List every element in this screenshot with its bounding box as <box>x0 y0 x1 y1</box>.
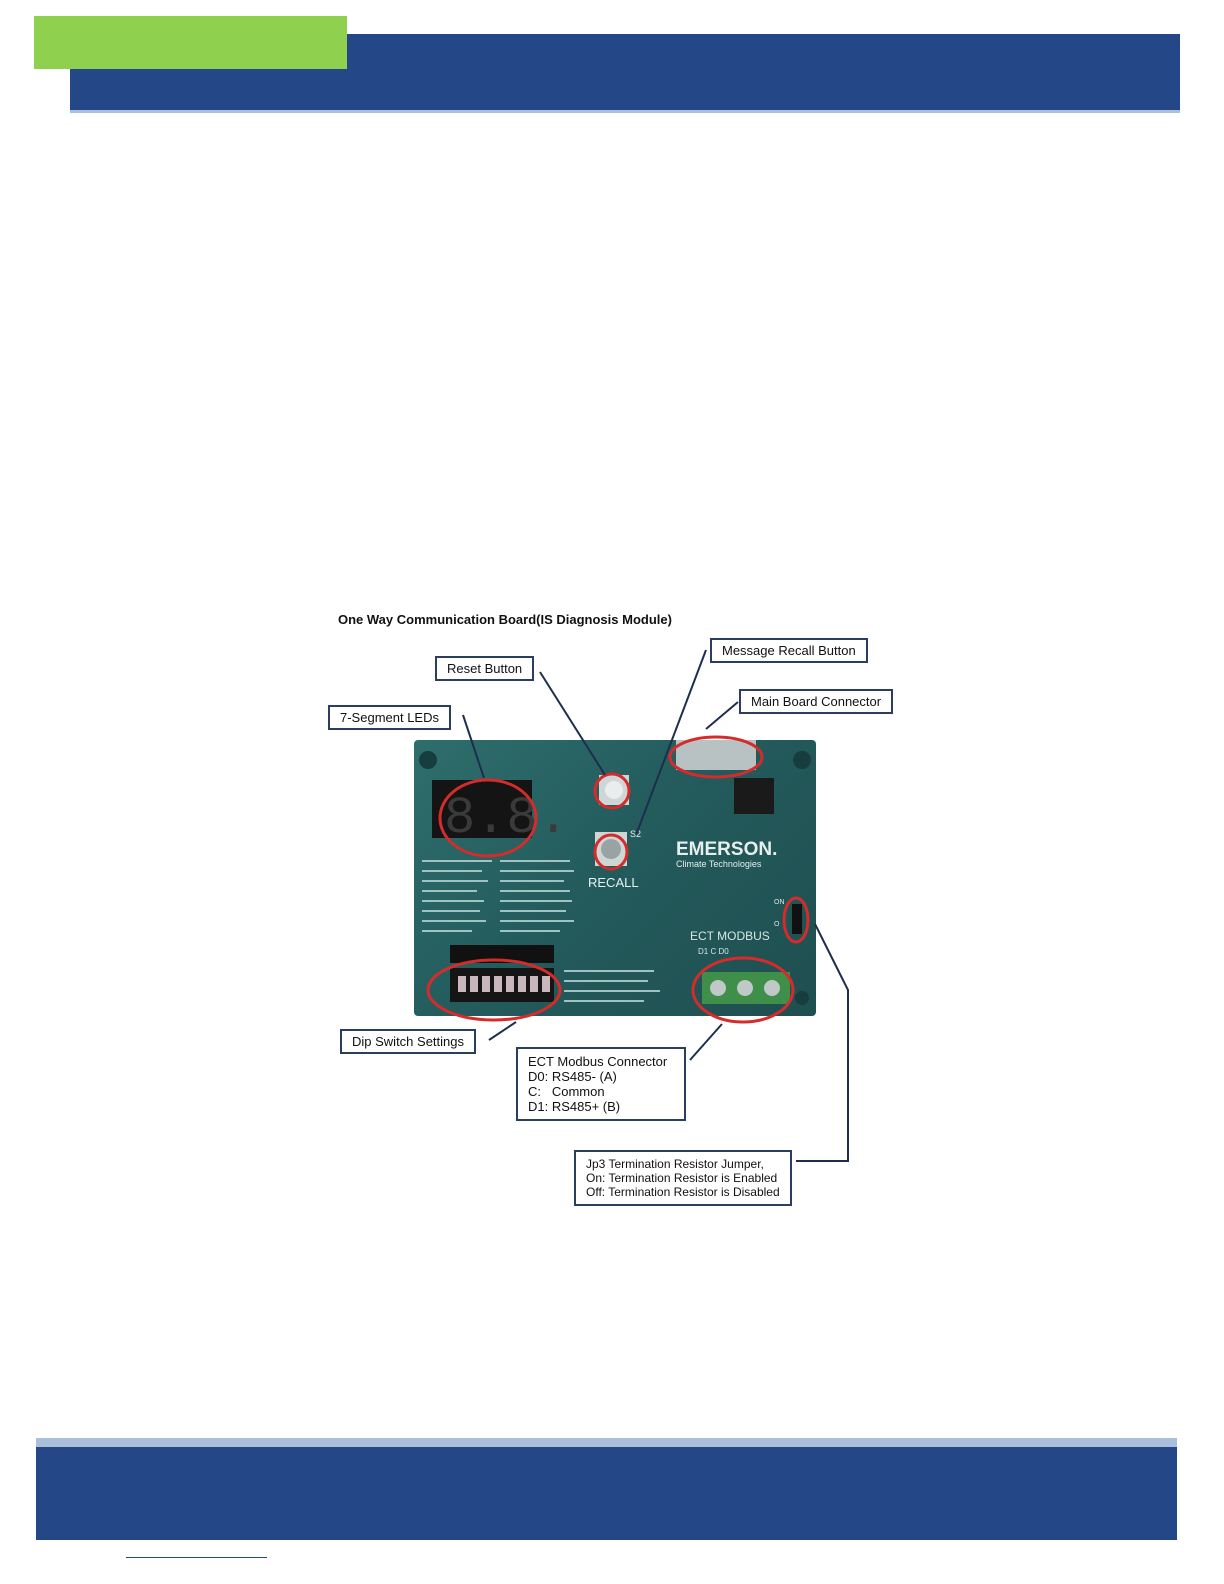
message-recall-callout: Message Recall Button <box>710 638 868 663</box>
dip-toggle <box>494 976 502 992</box>
reset-button-cap <box>605 781 623 799</box>
main-board-connector <box>676 740 756 770</box>
terminal-screw <box>737 980 753 996</box>
silkscreen-line <box>422 900 484 902</box>
silkscreen-line <box>564 1000 644 1002</box>
dip-toggle <box>470 976 478 992</box>
silkscreen-line <box>500 920 574 922</box>
silkscreen-line <box>500 900 572 902</box>
arrow-reset <box>539 671 606 776</box>
highlight-dip-switch <box>426 958 562 1022</box>
silkscreen-line <box>564 990 660 992</box>
board-drawing: 8.8. S2 RECALL EMERSON. Climate Technolo… <box>419 740 811 1005</box>
silkscreen-line <box>422 880 488 882</box>
arrow-jumper <box>796 923 849 1162</box>
emerson-tagline: Climate Technologies <box>676 859 762 869</box>
silkscreen-line <box>500 870 574 872</box>
dip-toggle <box>518 976 526 992</box>
jp3-jumper <box>792 904 802 934</box>
arrow-recall <box>635 649 707 836</box>
regulator-chip <box>734 778 774 814</box>
jp-off-label: O <box>774 921 780 928</box>
mounting-hole <box>793 751 811 769</box>
arrow-main-board <box>705 701 739 730</box>
arrow-dip-switch <box>488 1021 517 1041</box>
highlight-modbus <box>691 956 795 1024</box>
jp3-callout: Jp3 Termination Resistor Jumper, On: Ter… <box>574 1150 792 1206</box>
highlight-recall <box>593 833 629 871</box>
silkscreen-line <box>422 870 482 872</box>
recall-label: RECALL <box>588 875 639 890</box>
recall-button-cap <box>601 839 621 859</box>
header-green-tab <box>34 16 347 69</box>
silkscreen-line <box>422 920 486 922</box>
silkscreen-line <box>500 890 570 892</box>
arrow-modbus <box>689 1023 723 1061</box>
silkscreen-line <box>422 930 472 932</box>
terminal-labels: D1 C D0 <box>698 947 729 956</box>
highlight-jumper <box>782 896 810 944</box>
silkscreen-line <box>500 860 570 862</box>
dip-toggle <box>458 976 466 992</box>
silkscreen-line <box>500 910 566 912</box>
jp-on-label: ON <box>774 899 785 906</box>
dip-switch-callout: Dip Switch Settings <box>340 1029 476 1054</box>
highlight-reset <box>593 772 631 810</box>
silkscreen-line <box>422 910 480 912</box>
silkscreen-line <box>564 970 654 972</box>
mounting-hole <box>795 991 809 1005</box>
highlight-main-connector <box>668 735 764 779</box>
reset-button-callout: Reset Button <box>435 656 535 681</box>
silkscreen-line <box>500 930 560 932</box>
ect-modbus-callout: ECT Modbus Connector D0: RS485- (A) C: C… <box>516 1047 686 1121</box>
header-pins <box>450 945 554 963</box>
main-board-callout: Main Board Connector <box>739 689 894 714</box>
footer-rule <box>126 1557 267 1558</box>
arrow-seven-segment <box>462 714 485 779</box>
emerson-logo: EMERSON. <box>676 839 777 860</box>
dip-toggle <box>530 976 538 992</box>
header-accent-line <box>70 110 1180 113</box>
silkscreen-line <box>422 860 492 862</box>
silkscreen-line <box>564 980 648 982</box>
dip-toggle <box>482 976 490 992</box>
dip-toggles <box>458 976 550 992</box>
silkscreen-line <box>422 890 477 892</box>
dip-toggle <box>542 976 550 992</box>
silkscreen-line <box>500 880 564 882</box>
seven-segment-display <box>432 780 532 838</box>
red-highlights <box>426 735 810 1024</box>
dip-toggle <box>506 976 514 992</box>
highlight-seven-segment <box>438 778 538 858</box>
led-digits: 8.8. <box>444 789 569 848</box>
mounting-hole <box>419 751 437 769</box>
callout-arrows <box>462 649 849 1162</box>
seven-segment-callout: 7-Segment LEDs <box>328 705 451 730</box>
silkscreen-legend <box>422 860 660 1002</box>
terminal-screw <box>764 980 780 996</box>
figure-title: One Way Communication Board(IS Diagnosis… <box>338 612 672 627</box>
terminal-screw <box>710 980 726 996</box>
footer-accent-line <box>36 1438 1177 1447</box>
circuit-board-photo: 8.8. S2 RECALL EMERSON. Climate Technolo… <box>414 740 816 1016</box>
ect-modbus-silkscreen: ECT MODBUS <box>690 929 770 943</box>
footer-bar <box>36 1447 1177 1540</box>
